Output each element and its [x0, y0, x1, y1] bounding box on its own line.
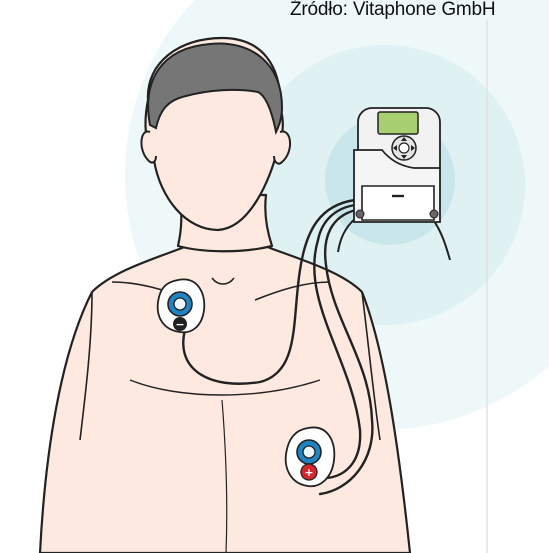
electrode-positive-snap: [303, 446, 315, 458]
device-screw-left: [356, 210, 364, 218]
device-dpad-center: [399, 143, 409, 153]
electrode-positive-sign: +: [304, 466, 313, 479]
image-source-caption: Źródło: Vitaphone GmbH: [290, 0, 549, 28]
electrode-positive: +: [286, 427, 335, 486]
device-flap: [362, 186, 434, 220]
electrode-negative-sign: −: [175, 318, 184, 331]
electrode-negative-snap: [174, 298, 186, 310]
device-screw-right: [430, 210, 438, 218]
device-screen: [378, 112, 418, 134]
electrode-negative: −: [158, 279, 205, 332]
